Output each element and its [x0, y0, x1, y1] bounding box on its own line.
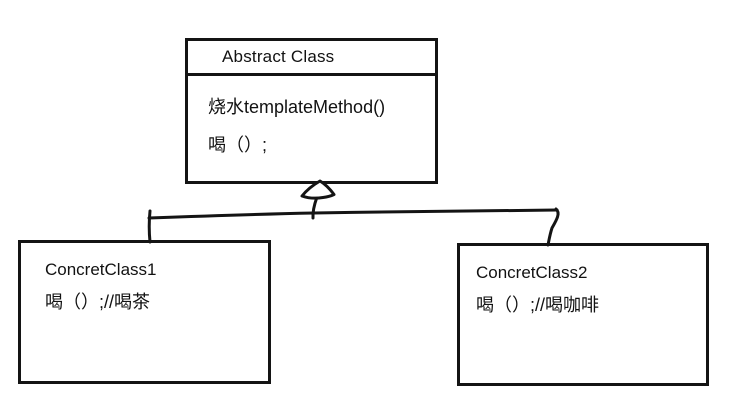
- connector-right-drop: [546, 207, 560, 247]
- abstract-class-header: Abstract Class: [188, 41, 435, 76]
- abstract-class-name: Abstract Class: [222, 47, 335, 66]
- connector-stem: [311, 195, 319, 220]
- abstract-method-template: 烧水templateMethod(): [208, 97, 386, 117]
- class-box-abstract-class: Abstract Class 烧水templateMethod() 喝（）;: [185, 38, 438, 184]
- class-box-concretclass1: ConcretClass1 喝（）;//喝茶: [18, 240, 271, 384]
- concretclass2-name: ConcretClass2: [476, 263, 588, 282]
- abstract-method-drink: 喝（）;: [208, 135, 268, 155]
- connector-left-drop: [147, 209, 152, 244]
- concretclass2-method-drink-coffee: 喝（）;//喝咖啡: [476, 295, 600, 315]
- concretclass1-method-drink-tea: 喝（）;//喝茶: [45, 292, 151, 312]
- concretclass1-name: ConcretClass1: [45, 260, 157, 279]
- abstract-class-body: 烧水templateMethod() 喝（）;: [188, 76, 435, 164]
- class-box-concretclass2: ConcretClass2 喝（）;//喝咖啡: [457, 243, 709, 386]
- connector-horizontal-line: [147, 208, 559, 220]
